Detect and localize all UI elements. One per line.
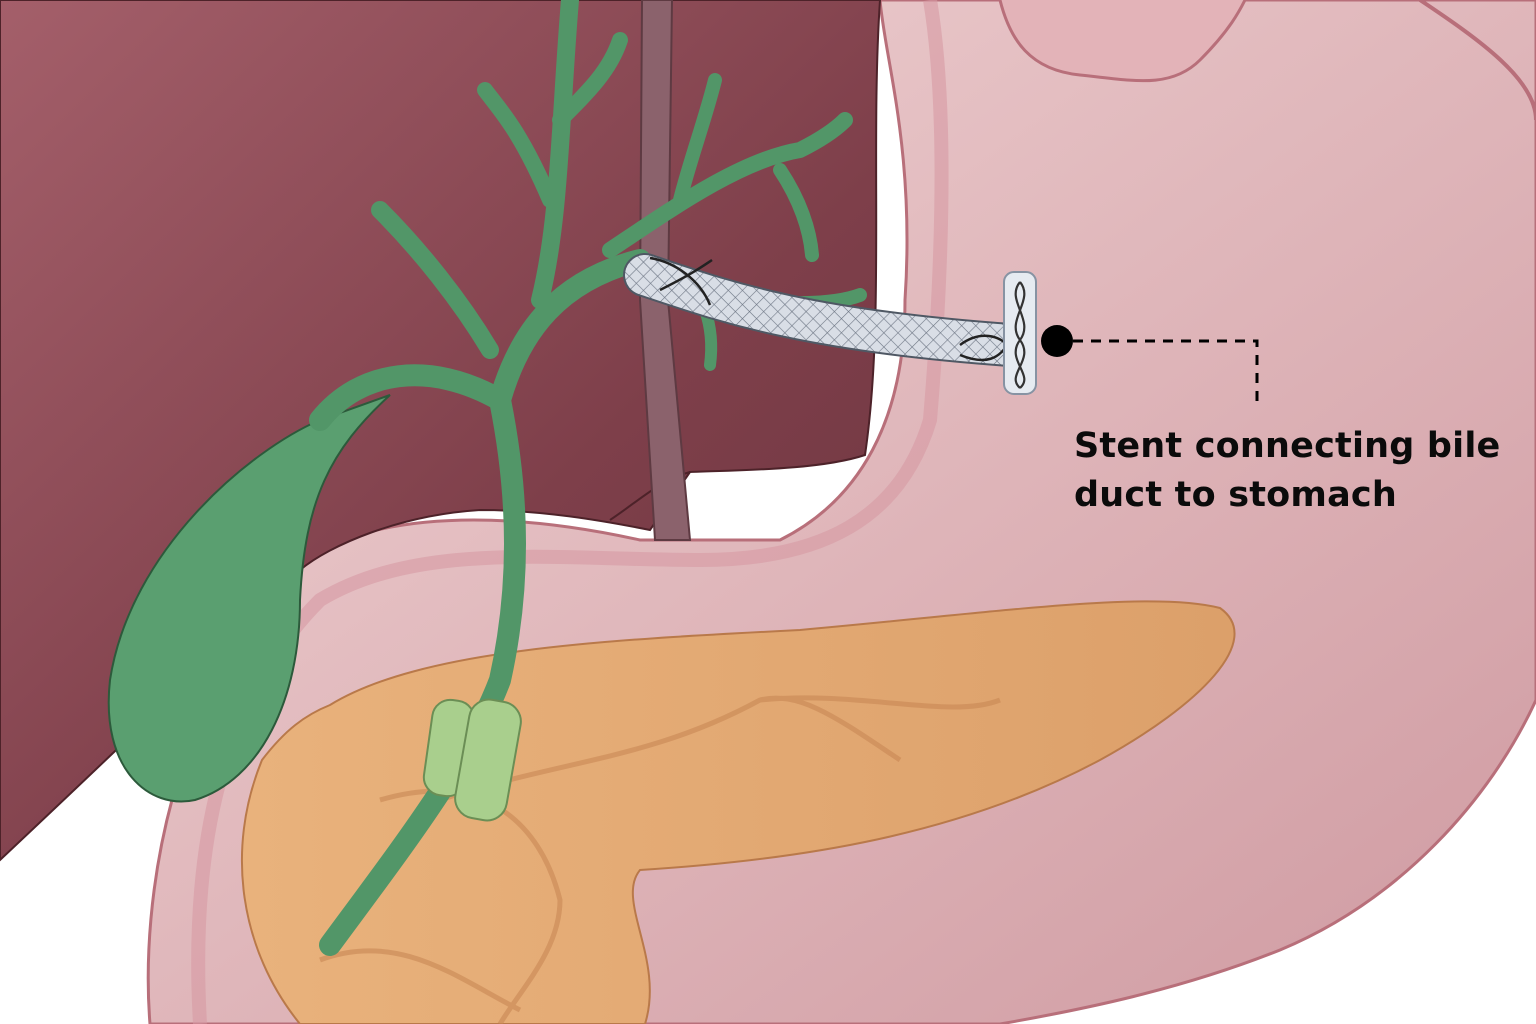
stomach-fundus-fold	[998, 0, 1247, 83]
annotation-leader-line	[1073, 339, 1259, 406]
sphincter	[422, 698, 522, 822]
gallbladder	[107, 394, 391, 803]
annotation-dot	[1041, 325, 1073, 357]
annotation-line-2: duct to stomach	[1074, 475, 1397, 515]
stomach-greater-curvature	[1418, 0, 1536, 121]
bile-duct-tree	[309, 0, 867, 956]
stent	[623, 253, 1037, 395]
stent-annotation-label: Stent connecting bile duct to stomach	[1074, 422, 1501, 520]
annotation-line-1: Stent connecting bile	[1074, 426, 1501, 466]
stent-flange	[1003, 271, 1037, 395]
